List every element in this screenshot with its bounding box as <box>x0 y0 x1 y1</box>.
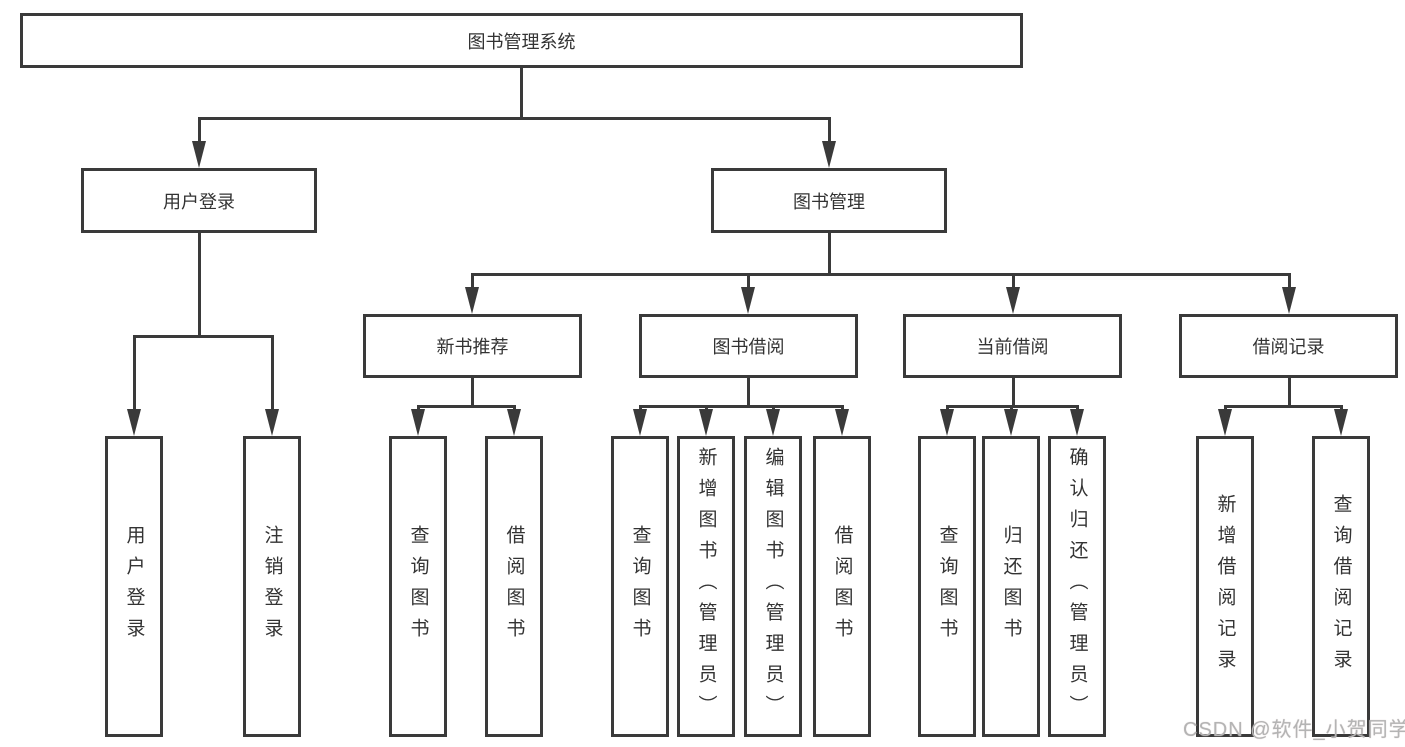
arrowhead-borrowing-borrow <box>835 409 849 436</box>
arrowhead-current-borrowing <box>1006 287 1020 314</box>
connector-book-management-drop <box>828 232 831 276</box>
node-label: 新增借阅记录 <box>1214 493 1236 680</box>
node-label: 图书借阅 <box>712 337 785 357</box>
node-user-login: 用户登录 <box>81 168 317 233</box>
node-current-borrowing: 当前借阅 <box>903 314 1122 378</box>
node-current-search-books: 查询图书 <box>918 436 976 737</box>
node-label: 当前借阅 <box>976 337 1049 357</box>
node-search-borrow-record: 查询借阅记录 <box>1312 436 1370 737</box>
node-label: 新书推荐 <box>436 337 509 357</box>
arrowhead-new-book <box>465 287 479 314</box>
node-add-borrow-record: 新增借阅记录 <box>1196 436 1254 737</box>
watermark: CSDN @软件_小贺同学 <box>1183 719 1405 741</box>
connector-current-borrowing-drop <box>1012 378 1015 408</box>
node-label: 图书管理 <box>793 191 865 212</box>
node-label: 确认归还（管理员） <box>1066 447 1088 726</box>
node-label: 新增图书（管理员） <box>695 447 717 726</box>
connector-stem-login-leaf <box>133 335 136 412</box>
arrowhead-logout-leaf <box>265 409 279 436</box>
connector-stem-user-login <box>198 117 201 143</box>
arrowhead-add-book <box>699 409 713 436</box>
node-confirm-return-admin: 确认归还（管理员） <box>1048 436 1106 737</box>
connector-new-book-drop <box>471 378 474 408</box>
arrowhead-edit-book <box>766 409 780 436</box>
arrowhead-borrowing-search <box>633 409 647 436</box>
node-logout-action: 注销登录 <box>243 436 301 737</box>
node-label: 查询借阅记录 <box>1330 493 1352 680</box>
node-borrowing-records: 借阅记录 <box>1179 314 1398 378</box>
connector-user-login-bar <box>133 335 274 338</box>
connector-stem-logout-leaf <box>271 335 274 412</box>
arrowhead-recommend-search <box>411 409 425 436</box>
node-label: 归还图书 <box>1000 524 1022 649</box>
arrowhead-book-management <box>822 141 836 168</box>
arrowhead-add-record <box>1218 409 1232 436</box>
connector-stem-current-borrowing <box>1012 273 1015 290</box>
node-new-book-recommendation: 新书推荐 <box>363 314 582 378</box>
connector-borrowing-records-bar <box>1224 405 1343 408</box>
node-label: 注销登录 <box>261 524 283 649</box>
node-edit-book-admin: 编辑图书（管理员） <box>744 436 802 737</box>
node-label: 编辑图书（管理员） <box>762 447 784 726</box>
connector-stem-borrowing-records <box>1288 273 1291 290</box>
node-recommend-borrow-books: 借阅图书 <box>485 436 543 737</box>
arrowhead-confirm-return <box>1070 409 1084 436</box>
arrowhead-user-login <box>192 141 206 168</box>
connector-new-book-bar <box>417 405 516 408</box>
node-label: 图书管理系统 <box>467 31 576 52</box>
connector-stem-book-management <box>828 117 831 143</box>
node-add-book-admin: 新增图书（管理员） <box>677 436 735 737</box>
arrowhead-borrowing-records <box>1282 287 1296 314</box>
arrowhead-search-record <box>1334 409 1348 436</box>
arrowhead-recommend-borrow <box>507 409 521 436</box>
node-borrowing-search-books: 查询图书 <box>611 436 669 737</box>
node-label: 查询图书 <box>936 524 958 649</box>
node-label: 借阅记录 <box>1252 337 1325 357</box>
connector-level3-bar <box>471 273 1291 276</box>
connector-book-borrowing-bar <box>639 405 844 408</box>
node-label: 借阅图书 <box>503 524 525 649</box>
connector-root-drop <box>520 68 523 117</box>
node-label: 查询图书 <box>629 524 651 649</box>
arrowhead-return-books <box>1004 409 1018 436</box>
arrowhead-login-leaf <box>127 409 141 436</box>
connector-stem-book-borrowing <box>747 273 750 290</box>
node-book-borrowing: 图书借阅 <box>639 314 858 378</box>
node-recommend-search-books: 查询图书 <box>389 436 447 737</box>
node-borrowing-borrow-books: 借阅图书 <box>813 436 871 737</box>
connector-level2-bar <box>198 117 831 120</box>
node-user-login-action: 用户登录 <box>105 436 163 737</box>
arrowhead-book-borrowing <box>741 287 755 314</box>
arrowhead-current-search <box>940 409 954 436</box>
node-return-books: 归还图书 <box>982 436 1040 737</box>
node-label: 查询图书 <box>407 524 429 649</box>
node-label: 借阅图书 <box>831 524 853 649</box>
node-book-management: 图书管理 <box>711 168 947 233</box>
node-library-management-system: 图书管理系统 <box>20 13 1023 68</box>
node-label: 用户登录 <box>123 524 145 649</box>
connector-book-borrowing-drop <box>747 378 750 408</box>
node-label: 用户登录 <box>163 191 235 212</box>
connector-stem-new-book <box>471 273 474 290</box>
connector-borrowing-records-drop <box>1288 378 1291 408</box>
connector-user-login-drop <box>198 232 201 338</box>
